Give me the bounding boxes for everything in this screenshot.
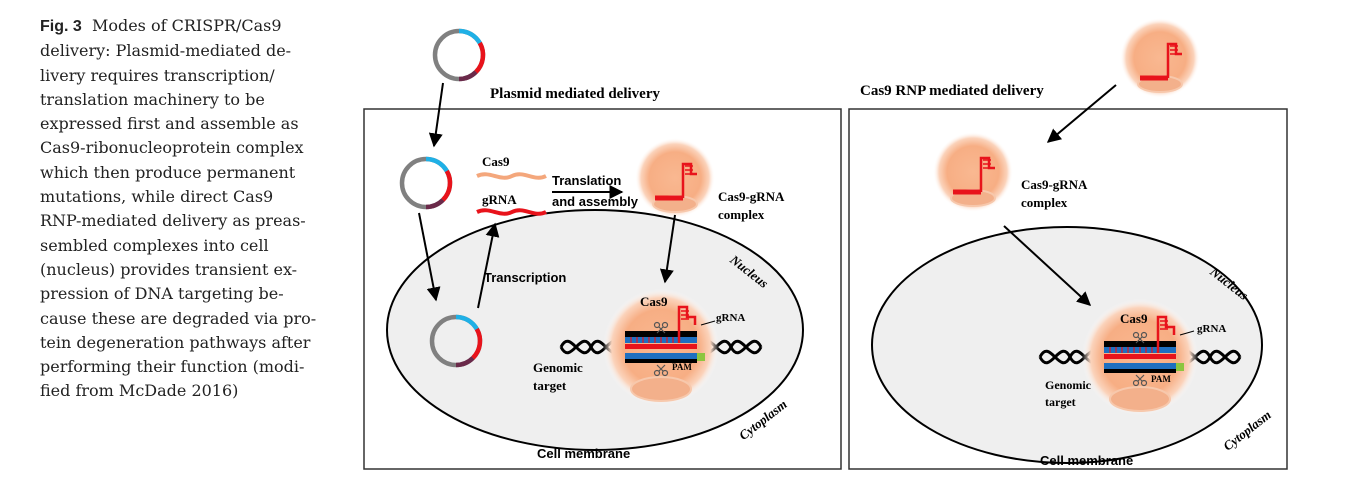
caption-text: Modes of CRISPR/Cas9 delivery: Plasmid-m…: [40, 16, 317, 401]
genomic-label: Genomic: [533, 360, 583, 375]
grna-strand: [476, 208, 547, 216]
rnp-complex-cytoplasm: [933, 132, 1013, 212]
nuclear-import-arrow: [659, 214, 676, 284]
grna-label: gRNA: [482, 192, 517, 207]
rnp-complex-label-2: complex: [1021, 195, 1068, 210]
right-panel-frame: [848, 108, 1288, 470]
rnp-nuclear-arrow: [1003, 225, 1092, 306]
target-label: target: [533, 378, 567, 393]
pam-label: PAM: [672, 362, 692, 372]
transcription-arrow: [477, 222, 500, 309]
assembly-label: and assembly: [552, 194, 639, 209]
rnp-cell-membrane-label: Cell membrane: [1040, 453, 1133, 468]
cas9-mrna-label: Cas9: [482, 154, 510, 169]
complex-label-2: complex: [718, 207, 765, 222]
right-cell-nucleus: [871, 226, 1263, 464]
rnp-genomic-label: Genomic: [1045, 378, 1092, 392]
rnp-complex-outside: [1120, 18, 1200, 98]
complex-label: Cas9-gRNA: [718, 189, 785, 204]
bound-cas9-label: Cas9: [640, 294, 668, 309]
rnp-complex-label: Cas9-gRNA: [1021, 177, 1088, 192]
rnp-bound-grna-label: gRNA: [1197, 323, 1226, 335]
cas9-grna-complex: [635, 138, 715, 218]
left-cell-nucleus: [386, 209, 804, 451]
rnp-pam-label: PAM: [1151, 374, 1171, 384]
translation-label: Translation: [552, 173, 621, 188]
left-panel-frame: [363, 108, 842, 470]
bound-grna-label: gRNA: [716, 312, 745, 324]
figure-label: Fig. 3: [40, 18, 82, 35]
rnp-target-label: target: [1045, 395, 1076, 409]
rnp-entry-arrow: [1046, 84, 1117, 143]
rnp-cytoplasm-label: Cytoplasm: [1220, 407, 1274, 454]
plasmid-icon: [435, 31, 483, 79]
rnp-bound-cas9-label: Cas9: [1120, 311, 1148, 326]
plasmid-icon: [402, 159, 450, 207]
right-panel-title: Cas9 RNP mediated delivery: [860, 83, 1044, 99]
figure-caption: Fig. 3 Modes of CRISPR/Cas9 delivery: Pl…: [40, 14, 330, 404]
cas9-mrna-strand: [476, 172, 547, 180]
transcription-label: Transcription: [484, 270, 566, 285]
entry-arrow: [428, 82, 444, 148]
cell-membrane-label: Cell membrane: [537, 446, 630, 461]
nuclear-entry-arrow: [418, 212, 441, 302]
left-panel-title: Plasmid mediated delivery: [490, 86, 660, 102]
